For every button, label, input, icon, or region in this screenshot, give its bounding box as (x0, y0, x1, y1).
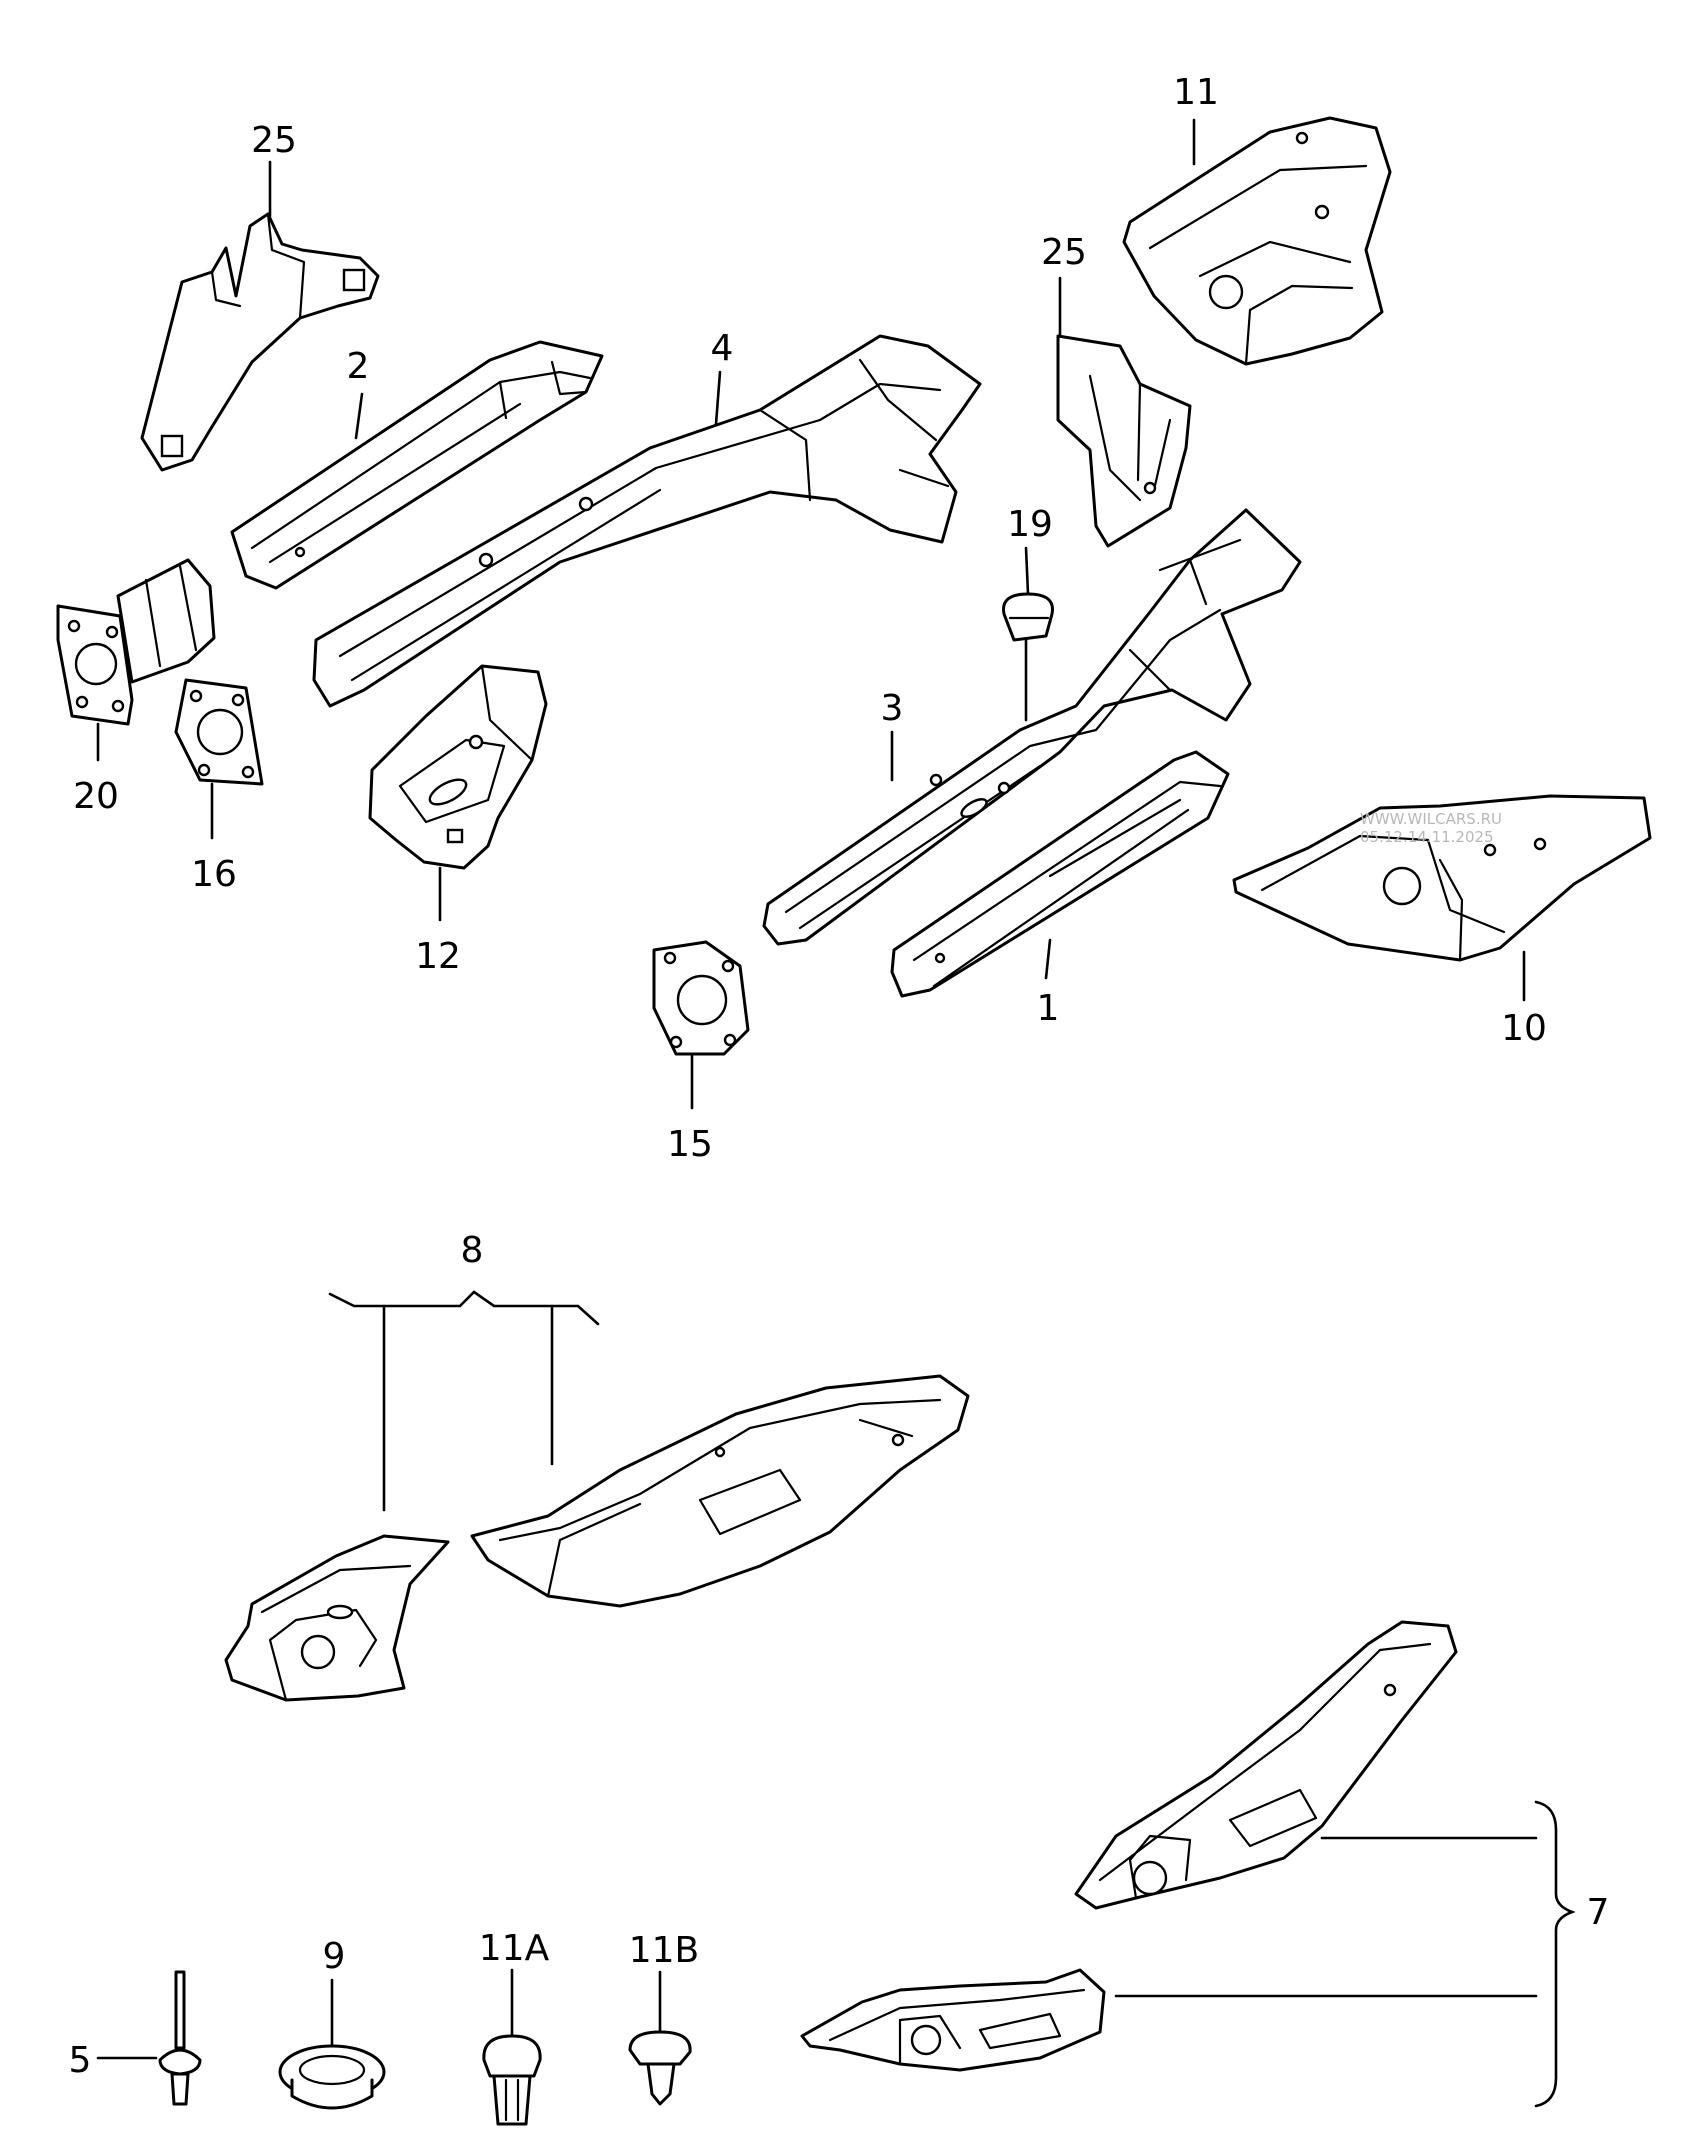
callout-25-right: 25 (1041, 232, 1087, 273)
callout-12: 12 (415, 936, 461, 977)
callout-8: 8 (461, 1230, 484, 1271)
part-19-plug (1002, 592, 1054, 642)
watermark-line-1: WWW.WILCARS.RU (1360, 810, 1502, 828)
part-8-front-piece (224, 1534, 450, 1702)
callout-20: 20 (73, 776, 119, 817)
callout-19: 19 (1007, 504, 1053, 545)
part-7-upper-piece (1074, 1620, 1458, 1910)
callout-25-left: 25 (251, 120, 297, 161)
callout-labels: 25 2 4 20 16 12 11 25 19 3 1 15 10 8 7 5… (69, 72, 1610, 2081)
part-15-plate (652, 940, 750, 1056)
part-2-rail (230, 340, 604, 590)
part-5-rivet (158, 1970, 202, 2106)
part-1-sill (890, 750, 1230, 998)
callout-9: 9 (323, 1936, 346, 1977)
part-16-plate (174, 678, 264, 786)
part-25-bracket-left (140, 212, 380, 472)
part-10-floor-section (1232, 794, 1652, 962)
part-11-rear-section (1122, 116, 1392, 366)
callout-15: 15 (667, 1124, 713, 1165)
part-25-gusset-right (1056, 334, 1192, 548)
part-8-rear-piece (470, 1374, 970, 1608)
callout-11a: 11A (479, 1928, 550, 1969)
part-3-long-rail (762, 508, 1302, 946)
part-12-console (368, 664, 548, 870)
callout-4: 4 (711, 328, 734, 369)
callout-2: 2 (347, 346, 370, 387)
callout-1: 1 (1037, 988, 1060, 1029)
callout-7: 7 (1587, 1892, 1610, 1933)
part-11a-clip (482, 2034, 542, 2126)
callout-10: 10 (1501, 1008, 1547, 1049)
part-20-crash-box (56, 558, 216, 726)
watermark-line-2: 05.12.14.11.2025 (1360, 828, 1494, 846)
callout-16: 16 (191, 854, 237, 895)
callout-11b: 11B (629, 1930, 700, 1971)
part-11b-clip (628, 2030, 692, 2106)
part-4-long-rail (312, 334, 982, 708)
part-7-lower-piece (800, 1968, 1106, 2072)
callout-3: 3 (881, 688, 904, 729)
leader-lines (96, 118, 1576, 2108)
watermark: WWW.WILCARS.RU 05.12.14.11.2025 (1360, 810, 1502, 846)
callout-11: 11 (1173, 72, 1219, 113)
part-9-cap (278, 2044, 386, 2110)
callout-5: 5 (69, 2040, 92, 2081)
